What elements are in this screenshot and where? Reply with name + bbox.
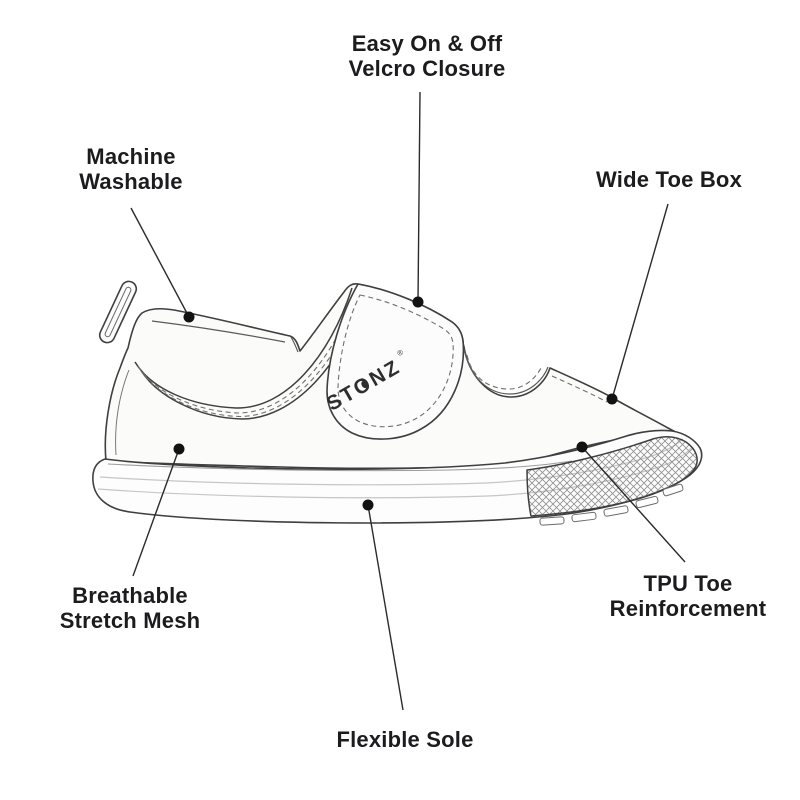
label-line: Velcro Closure <box>348 56 506 81</box>
callout-line-flexible-sole <box>367 504 404 711</box>
callout-dot-velcro-closure <box>412 296 424 308</box>
label-wide-toe-box: Wide Toe Box <box>596 167 742 192</box>
footprint-icon <box>361 381 368 388</box>
label-breathable-mesh: Breathable Stretch Mesh <box>60 583 201 633</box>
callout-dot-machine-washable <box>183 311 195 323</box>
callout-dot-wide-toe-box <box>606 393 618 405</box>
front-opening-stitching <box>463 348 608 403</box>
footprint-toe-icon <box>360 378 364 381</box>
label-line: TPU Toe <box>643 571 733 596</box>
callout-line-wide-toe-box <box>611 203 669 400</box>
label-machine-washable: Machine Washable <box>79 144 182 194</box>
heel-pull-tab-icon <box>98 280 138 344</box>
label-line: Reinforcement <box>609 596 767 621</box>
label-flexible-sole: Flexible Sole <box>336 727 473 752</box>
label-line: Stretch Mesh <box>59 608 201 633</box>
collar-accent-line <box>151 320 286 343</box>
callout-dots <box>173 296 618 511</box>
label-line: Washable <box>79 169 183 194</box>
callout-line-velcro-closure <box>417 91 421 303</box>
velcro-strap-stitching <box>337 294 454 428</box>
label-line: Machine <box>86 144 176 169</box>
label-tpu-toe: TPU Toe Reinforcement <box>610 571 767 621</box>
label-velcro-closure: Easy On & Off Velcro Closure <box>349 31 506 81</box>
callout-dot-flexible-sole <box>362 499 374 511</box>
callout-dot-breathable-mesh <box>173 443 185 455</box>
callout-dot-tpu-toe <box>576 441 588 453</box>
heel-seam-line <box>115 369 130 456</box>
label-line: Easy On & Off <box>351 31 503 56</box>
label-line: Flexible Sole <box>336 727 474 752</box>
label-line: Breathable <box>72 583 188 608</box>
callout-line-breathable-mesh <box>132 448 180 577</box>
callout-line-tpu-toe <box>581 446 686 563</box>
callout-line-machine-washable <box>130 207 190 318</box>
callout-lines <box>130 91 686 711</box>
sole-top-line <box>107 460 573 472</box>
registered-mark: ® <box>395 347 405 358</box>
tpu-toe-cap <box>526 436 698 517</box>
collar-front-seam <box>290 336 299 353</box>
label-line: Wide Toe Box <box>595 167 743 192</box>
tread-tabs <box>539 483 684 526</box>
velcro-strap <box>326 283 465 440</box>
